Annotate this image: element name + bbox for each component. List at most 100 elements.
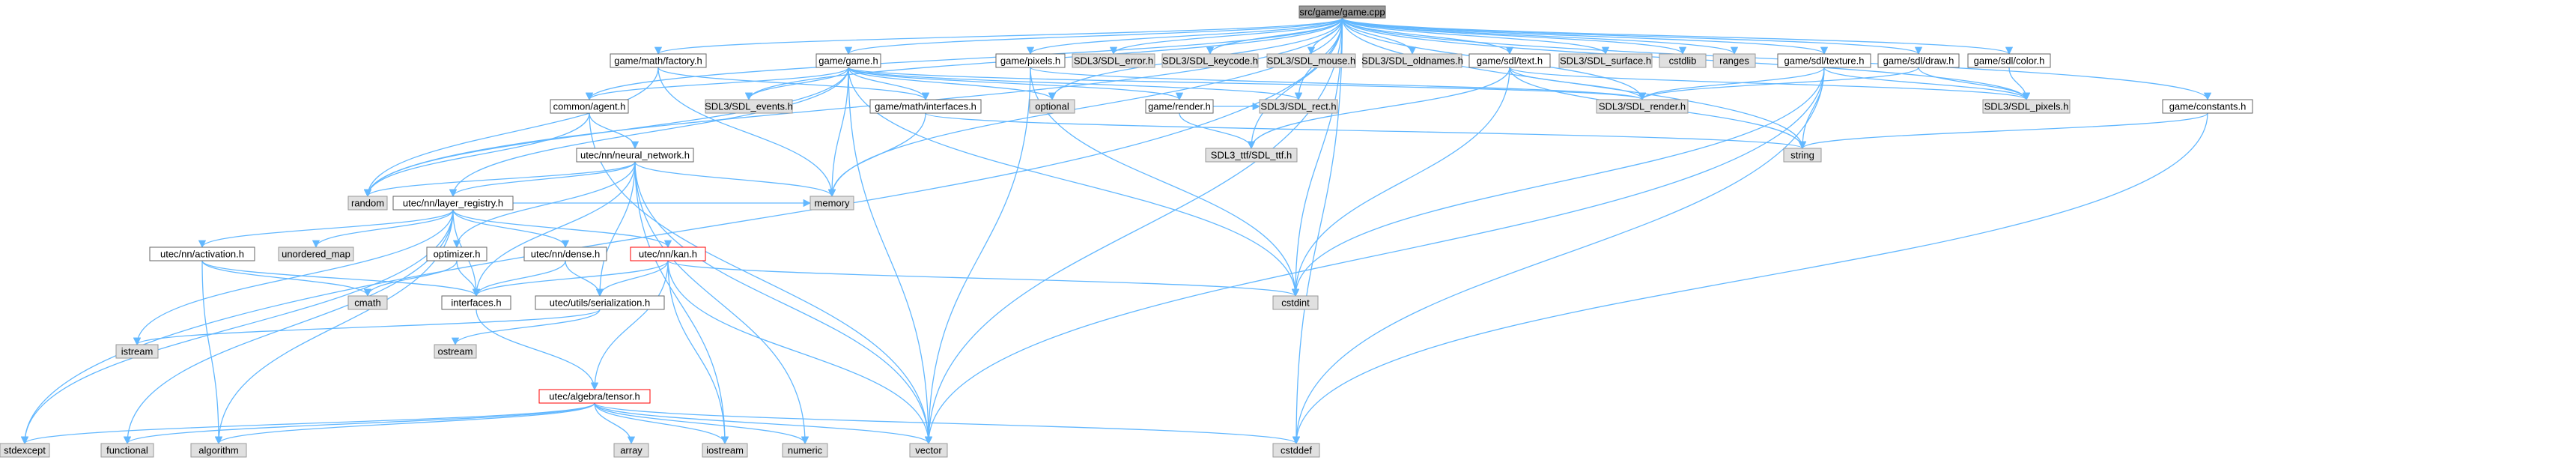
edge-nn-to-layerreg	[449, 161, 636, 198]
edge-kan-to-cstdint	[667, 260, 1299, 297]
node-box-activation	[149, 246, 255, 261]
node-label-random: random	[351, 197, 384, 208]
node-activation[interactable]: utec/nn/activation.h	[149, 246, 255, 261]
node-label-sdl_mouse: SDL3/SDL_mouse.h	[1267, 55, 1356, 66]
edge-root-to-ttf	[1247, 17, 1343, 150]
node-algorithm: algorithm	[190, 443, 247, 458]
edge-layerreg-to-dense	[452, 209, 570, 249]
node-sdldraw[interactable]: game/sdl/draw.h	[1877, 53, 1960, 68]
node-box-agent	[550, 99, 629, 114]
edge-root-to-sdldraw	[1341, 17, 1922, 55]
edge-tensor-to-cstddef	[594, 402, 1300, 445]
node-box-memory	[809, 196, 854, 211]
node-cstdlib: cstdlib	[1659, 53, 1707, 68]
edge-root-to-agent	[585, 17, 1343, 101]
node-box-stdexcept	[0, 443, 50, 458]
node-label-unordered_map: unordered_map	[282, 248, 350, 259]
node-label-sdlcolor: game/sdl/color.h	[1974, 55, 2045, 66]
node-ttf: SDL3_ttf/SDL_ttf.h	[1205, 148, 1298, 163]
node-sdl_error: SDL3/SDL_error.h	[1072, 53, 1155, 68]
node-label-cmath: cmath	[354, 297, 380, 308]
node-label-cstdlib: cstdlib	[1669, 55, 1697, 66]
node-vector: vector	[909, 443, 948, 458]
edge-root-to-sdlcolor	[1341, 17, 2013, 55]
edge-agent-to-random	[363, 112, 590, 198]
node-mathiface[interactable]: game/math/interfaces.h	[869, 99, 982, 114]
edge-layerreg-to-unordered_map	[312, 209, 454, 249]
node-label-ranges: ranges	[1719, 55, 1749, 66]
node-constants[interactable]: game/constants.h	[2162, 99, 2253, 114]
node-label-memory: memory	[815, 197, 850, 208]
dependency-nodes: src/game/game.cpp game/math/factory.h game…	[0, 5, 2253, 458]
edge-nn-to-serialization	[595, 161, 636, 297]
node-box-cmath	[347, 295, 388, 310]
node-box-render	[1145, 99, 1214, 114]
node-label-sdl_render: SDL3/SDL_render.h	[1599, 100, 1686, 112]
edge-kan-to-serialization	[595, 260, 669, 297]
edge-serialization-to-istream	[133, 309, 601, 346]
node-label-gameh: game/game.h	[818, 55, 878, 66]
edge-nn-to-vector	[634, 161, 933, 445]
node-label-algorithm: algorithm	[198, 444, 238, 456]
node-nn[interactable]: utec/nn/neural_network.h	[576, 148, 694, 163]
edge-activation-to-cmath	[201, 260, 372, 297]
edge-sdltexture-to-vector	[924, 67, 1825, 445]
node-label-agent: common/agent.h	[553, 100, 626, 112]
edge-layerreg-to-istream	[133, 209, 454, 346]
edge-layerreg-to-kan	[452, 209, 672, 249]
node-label-numeric: numeric	[788, 444, 823, 456]
node-box-ostream	[434, 344, 477, 359]
node-interfacesh[interactable]: interfaces.h	[441, 295, 511, 310]
node-layerreg[interactable]: utec/nn/layer_registry.h	[392, 196, 514, 211]
node-sdl_keycode: SDL3/SDL_keycode.h	[1161, 53, 1259, 68]
edge-root-to-sdl_error	[1109, 17, 1343, 55]
node-label-cstddef: cstddef	[1281, 444, 1312, 456]
edge-layerreg-to-activation	[198, 209, 454, 249]
node-label-serialization: utec/utils/serialization.h	[550, 297, 650, 308]
edge-sdltext-to-sdl_render	[1509, 67, 1647, 101]
node-box-optional	[1029, 99, 1075, 114]
node-sdl_surface: SDL3/SDL_surface.h	[1558, 53, 1653, 68]
node-box-unordered_map	[278, 246, 354, 261]
edge-layerreg-to-algorithm	[214, 209, 454, 445]
node-render[interactable]: game/render.h	[1145, 99, 1214, 114]
node-sdlcolor[interactable]: game/sdl/color.h	[1967, 53, 2051, 68]
node-dense[interactable]: utec/nn/dense.h	[523, 246, 607, 261]
edge-interfacesh-to-tensor	[476, 309, 599, 391]
node-box-root	[1298, 5, 1386, 19]
node-root[interactable]: src/game/game.cpp	[1298, 5, 1386, 19]
edge-kan-to-vector	[667, 260, 933, 445]
edge-mathiface-to-string	[925, 112, 1806, 150]
node-box-interfacesh	[441, 295, 511, 310]
node-factory[interactable]: game/math/factory.h	[610, 53, 707, 68]
node-box-factory	[610, 53, 707, 68]
node-label-factory: game/math/factory.h	[614, 55, 702, 66]
edge-sdltext-to-cstdint	[1291, 67, 1510, 297]
node-box-serialization	[535, 295, 665, 310]
node-optimizer[interactable]: optimizer.h	[426, 246, 487, 261]
edge-tensor-to-stdexcept	[21, 402, 595, 445]
node-box-ranges	[1713, 53, 1756, 68]
edge-nn-to-numeric	[634, 161, 809, 445]
node-box-constants	[2162, 99, 2253, 114]
node-label-ostream: ostream	[438, 345, 473, 357]
node-agent[interactable]: common/agent.h	[550, 99, 629, 114]
node-box-dense	[523, 246, 607, 261]
node-gameh[interactable]: game/game.h	[815, 53, 881, 68]
node-array: array	[613, 443, 649, 458]
edge-kan-to-tensor	[590, 260, 669, 391]
node-sdltext[interactable]: game/sdl/text.h	[1468, 53, 1551, 68]
node-label-sdltext: game/sdl/text.h	[1477, 55, 1543, 66]
node-sdltexture[interactable]: game/sdl/texture.h	[1777, 53, 1871, 68]
node-label-render: game/render.h	[1148, 100, 1211, 112]
node-pixelsh[interactable]: game/pixels.h	[995, 53, 1066, 68]
edge-tensor-to-functional	[124, 402, 595, 445]
node-serialization[interactable]: utec/utils/serialization.h	[535, 295, 665, 310]
node-box-numeric	[782, 443, 828, 458]
node-box-gameh	[815, 53, 881, 68]
node-kan[interactable]: utec/nn/kan.h	[630, 246, 706, 261]
node-box-mathiface	[869, 99, 982, 114]
node-cstddef: cstddef	[1272, 443, 1320, 458]
node-tensor[interactable]: utec/algebra/tensor.h	[538, 389, 651, 404]
